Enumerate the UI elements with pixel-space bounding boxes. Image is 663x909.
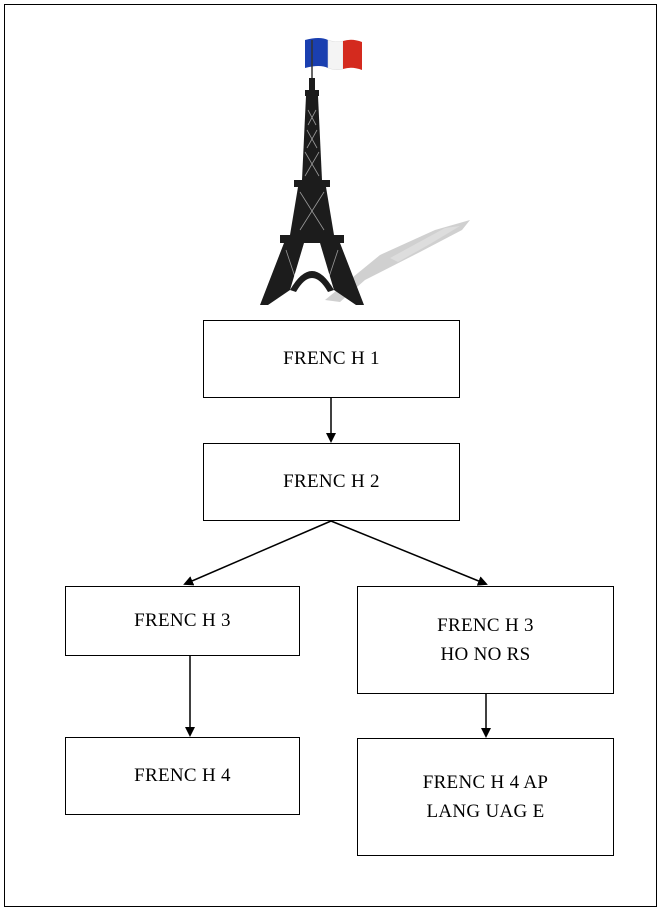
eiffel-tower-icon bbox=[260, 78, 364, 305]
node-french-4-ap-language: FRENC H 4 AP LANG UAG E bbox=[357, 738, 614, 856]
node-label: FRENC H 4 bbox=[134, 765, 231, 787]
node-label-line-2: HO NO RS bbox=[440, 644, 531, 665]
node-label: FRENC H 2 bbox=[283, 471, 380, 493]
node-french-4: FRENC H 4 bbox=[65, 737, 300, 815]
node-french-2: FRENC H 2 bbox=[203, 443, 460, 521]
node-french-3: FRENC H 3 bbox=[65, 586, 300, 656]
french-flag-icon bbox=[305, 38, 362, 82]
node-label-line-1: FRENC H 4 AP bbox=[422, 771, 549, 793]
node-french-1: FRENC H 1 bbox=[203, 320, 460, 398]
tower-shadow bbox=[325, 220, 470, 302]
node-label: FRENC H 1 bbox=[283, 348, 380, 370]
eiffel-tower-illustration bbox=[260, 38, 470, 305]
page-frame bbox=[4, 4, 657, 907]
node-label-line-2: LANG UAG E bbox=[426, 801, 545, 822]
node-french-3-honors: FRENC H 3 HO NO RS bbox=[357, 586, 614, 694]
node-label: FRENC H 3 bbox=[134, 610, 231, 632]
node-label-line-1: FRENC H 3 bbox=[437, 614, 534, 636]
